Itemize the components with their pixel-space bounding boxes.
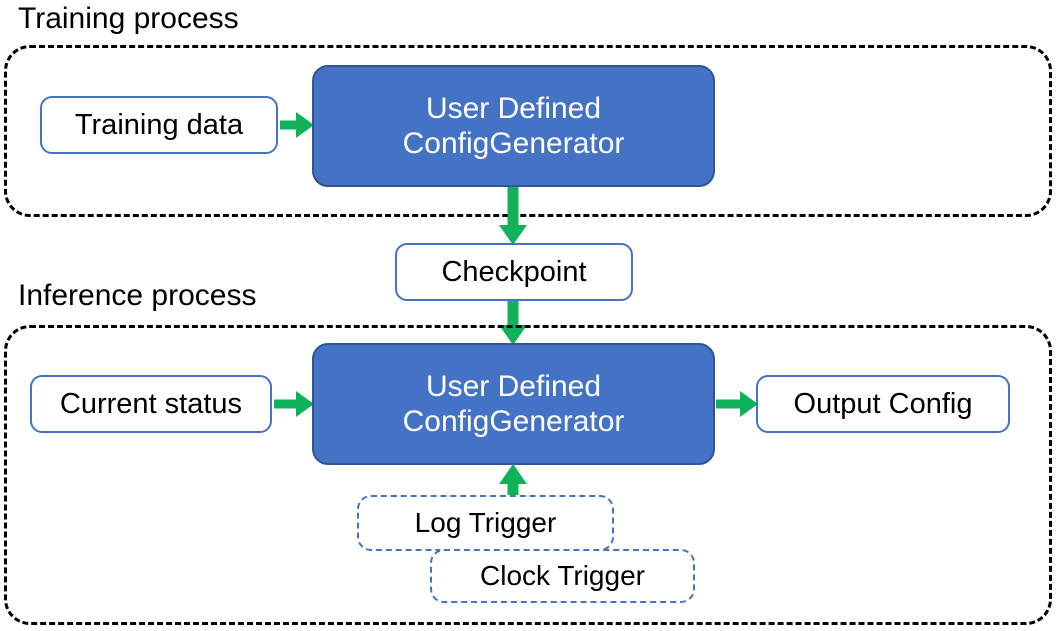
inference-config-generator-line2: ConfigGenerator	[402, 405, 625, 438]
arrow-shaft	[507, 301, 519, 327]
arrow-shaft	[507, 478, 519, 504]
inference-config-generator-line1: User Defined	[425, 369, 602, 403]
arrow-current-status-to-process	[274, 389, 314, 419]
training-config-generator-line2: ConfigGenerator	[402, 127, 625, 160]
arrow-shaft	[280, 120, 302, 130]
arrow-head	[296, 112, 314, 138]
training-process-container	[4, 45, 1052, 217]
arrow-process-to-output-config	[716, 389, 758, 419]
output-config-node[interactable]: Output Config	[756, 375, 1010, 433]
log-trigger-label: Log Trigger	[414, 507, 557, 538]
inference-config-generator-node[interactable]: User Defined ConfigGenerator	[312, 343, 715, 465]
arrow-head	[499, 225, 527, 245]
training-config-generator-node[interactable]: User Defined ConfigGenerator	[312, 65, 715, 187]
checkpoint-label: Checkpoint	[441, 255, 587, 288]
inference-process-container	[4, 325, 1052, 625]
arrow-shaft	[507, 187, 519, 227]
output-config-label: Output Config	[793, 387, 973, 420]
arrow-head	[499, 464, 527, 484]
training-data-node[interactable]: Training data	[40, 96, 278, 154]
clock-trigger-node[interactable]: Clock Trigger	[430, 549, 695, 603]
inference-process-label: Inference process	[18, 279, 257, 312]
arrow-head	[740, 391, 758, 417]
current-status-node[interactable]: Current status	[30, 375, 272, 433]
clock-trigger-label: Clock Trigger	[480, 560, 645, 591]
training-process-label: Training process	[18, 2, 239, 35]
arrow-shaft	[716, 399, 744, 409]
arrow-training-data-to-process	[280, 110, 314, 140]
training-data-label: Training data	[74, 108, 244, 141]
arrow-head	[499, 325, 527, 345]
arrow-checkpoint-to-inference-process	[498, 301, 528, 345]
arrow-shaft	[274, 399, 300, 409]
log-trigger-node[interactable]: Log Trigger	[357, 495, 614, 551]
current-status-label: Current status	[59, 387, 243, 420]
arrow-head	[296, 391, 314, 417]
training-config-generator-line1: User Defined	[425, 91, 602, 125]
arrow-triggers-to-process	[498, 464, 528, 504]
arrow-training-process-to-checkpoint	[498, 187, 528, 245]
checkpoint-node[interactable]: Checkpoint	[395, 243, 633, 301]
